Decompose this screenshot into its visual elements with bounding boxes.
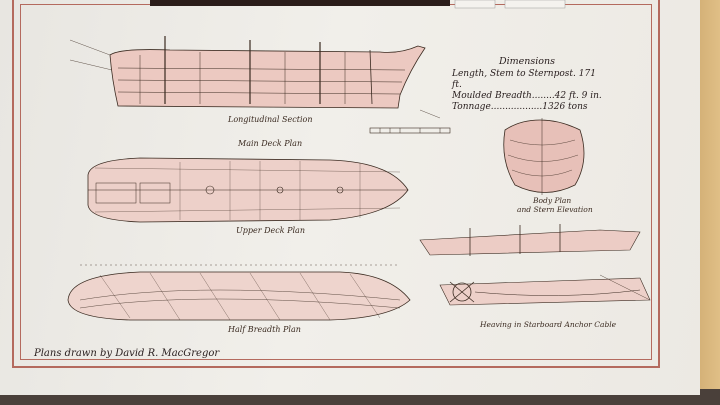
caption-stern-elevation: and Stern Elevation	[517, 205, 593, 214]
ship-plans-poster: Dimensions Length, Stem to Sternpost. 17…	[0, 0, 700, 395]
plans-credit: Plans drawn by David R. MacGregor	[34, 348, 220, 359]
upper-deck-plan-drawing	[87, 157, 409, 223]
dimension-breadth: Moulded Breadth........42 ft. 9 in.	[452, 91, 602, 101]
half-breadth-plan-drawing	[67, 264, 411, 321]
caption-half-breadth-plan: Half Breadth Plan	[228, 325, 301, 334]
scale-bar	[369, 127, 451, 134]
caption-body-plan: Body Plan	[533, 196, 572, 205]
dimensions-title: Dimensions	[498, 56, 556, 67]
ship-drawings	[67, 0, 651, 321]
caption-upper-deck-plan: Upper Deck Plan	[236, 226, 305, 235]
caption-heaving-anchor-cable: Heaving in Starboard Anchor Cable	[480, 320, 617, 329]
poster-border-outer	[12, 0, 660, 368]
caption-longitudinal-section: Longitudinal Section	[228, 115, 313, 124]
longitudinal-section-drawing	[69, 36, 441, 119]
caption-main-deck-plan: Main Deck Plan	[238, 139, 303, 148]
dimension-tonnage: Tonnage..................1326 tons	[452, 102, 588, 112]
dimensions-block: Dimensions Length, Stem to Sternpost. 17…	[452, 56, 602, 113]
body-plan-drawing	[503, 118, 585, 195]
dimension-length: Length, Stem to Sternpost. 171 ft.	[452, 69, 596, 90]
anchor-cable-drawing	[419, 224, 651, 306]
